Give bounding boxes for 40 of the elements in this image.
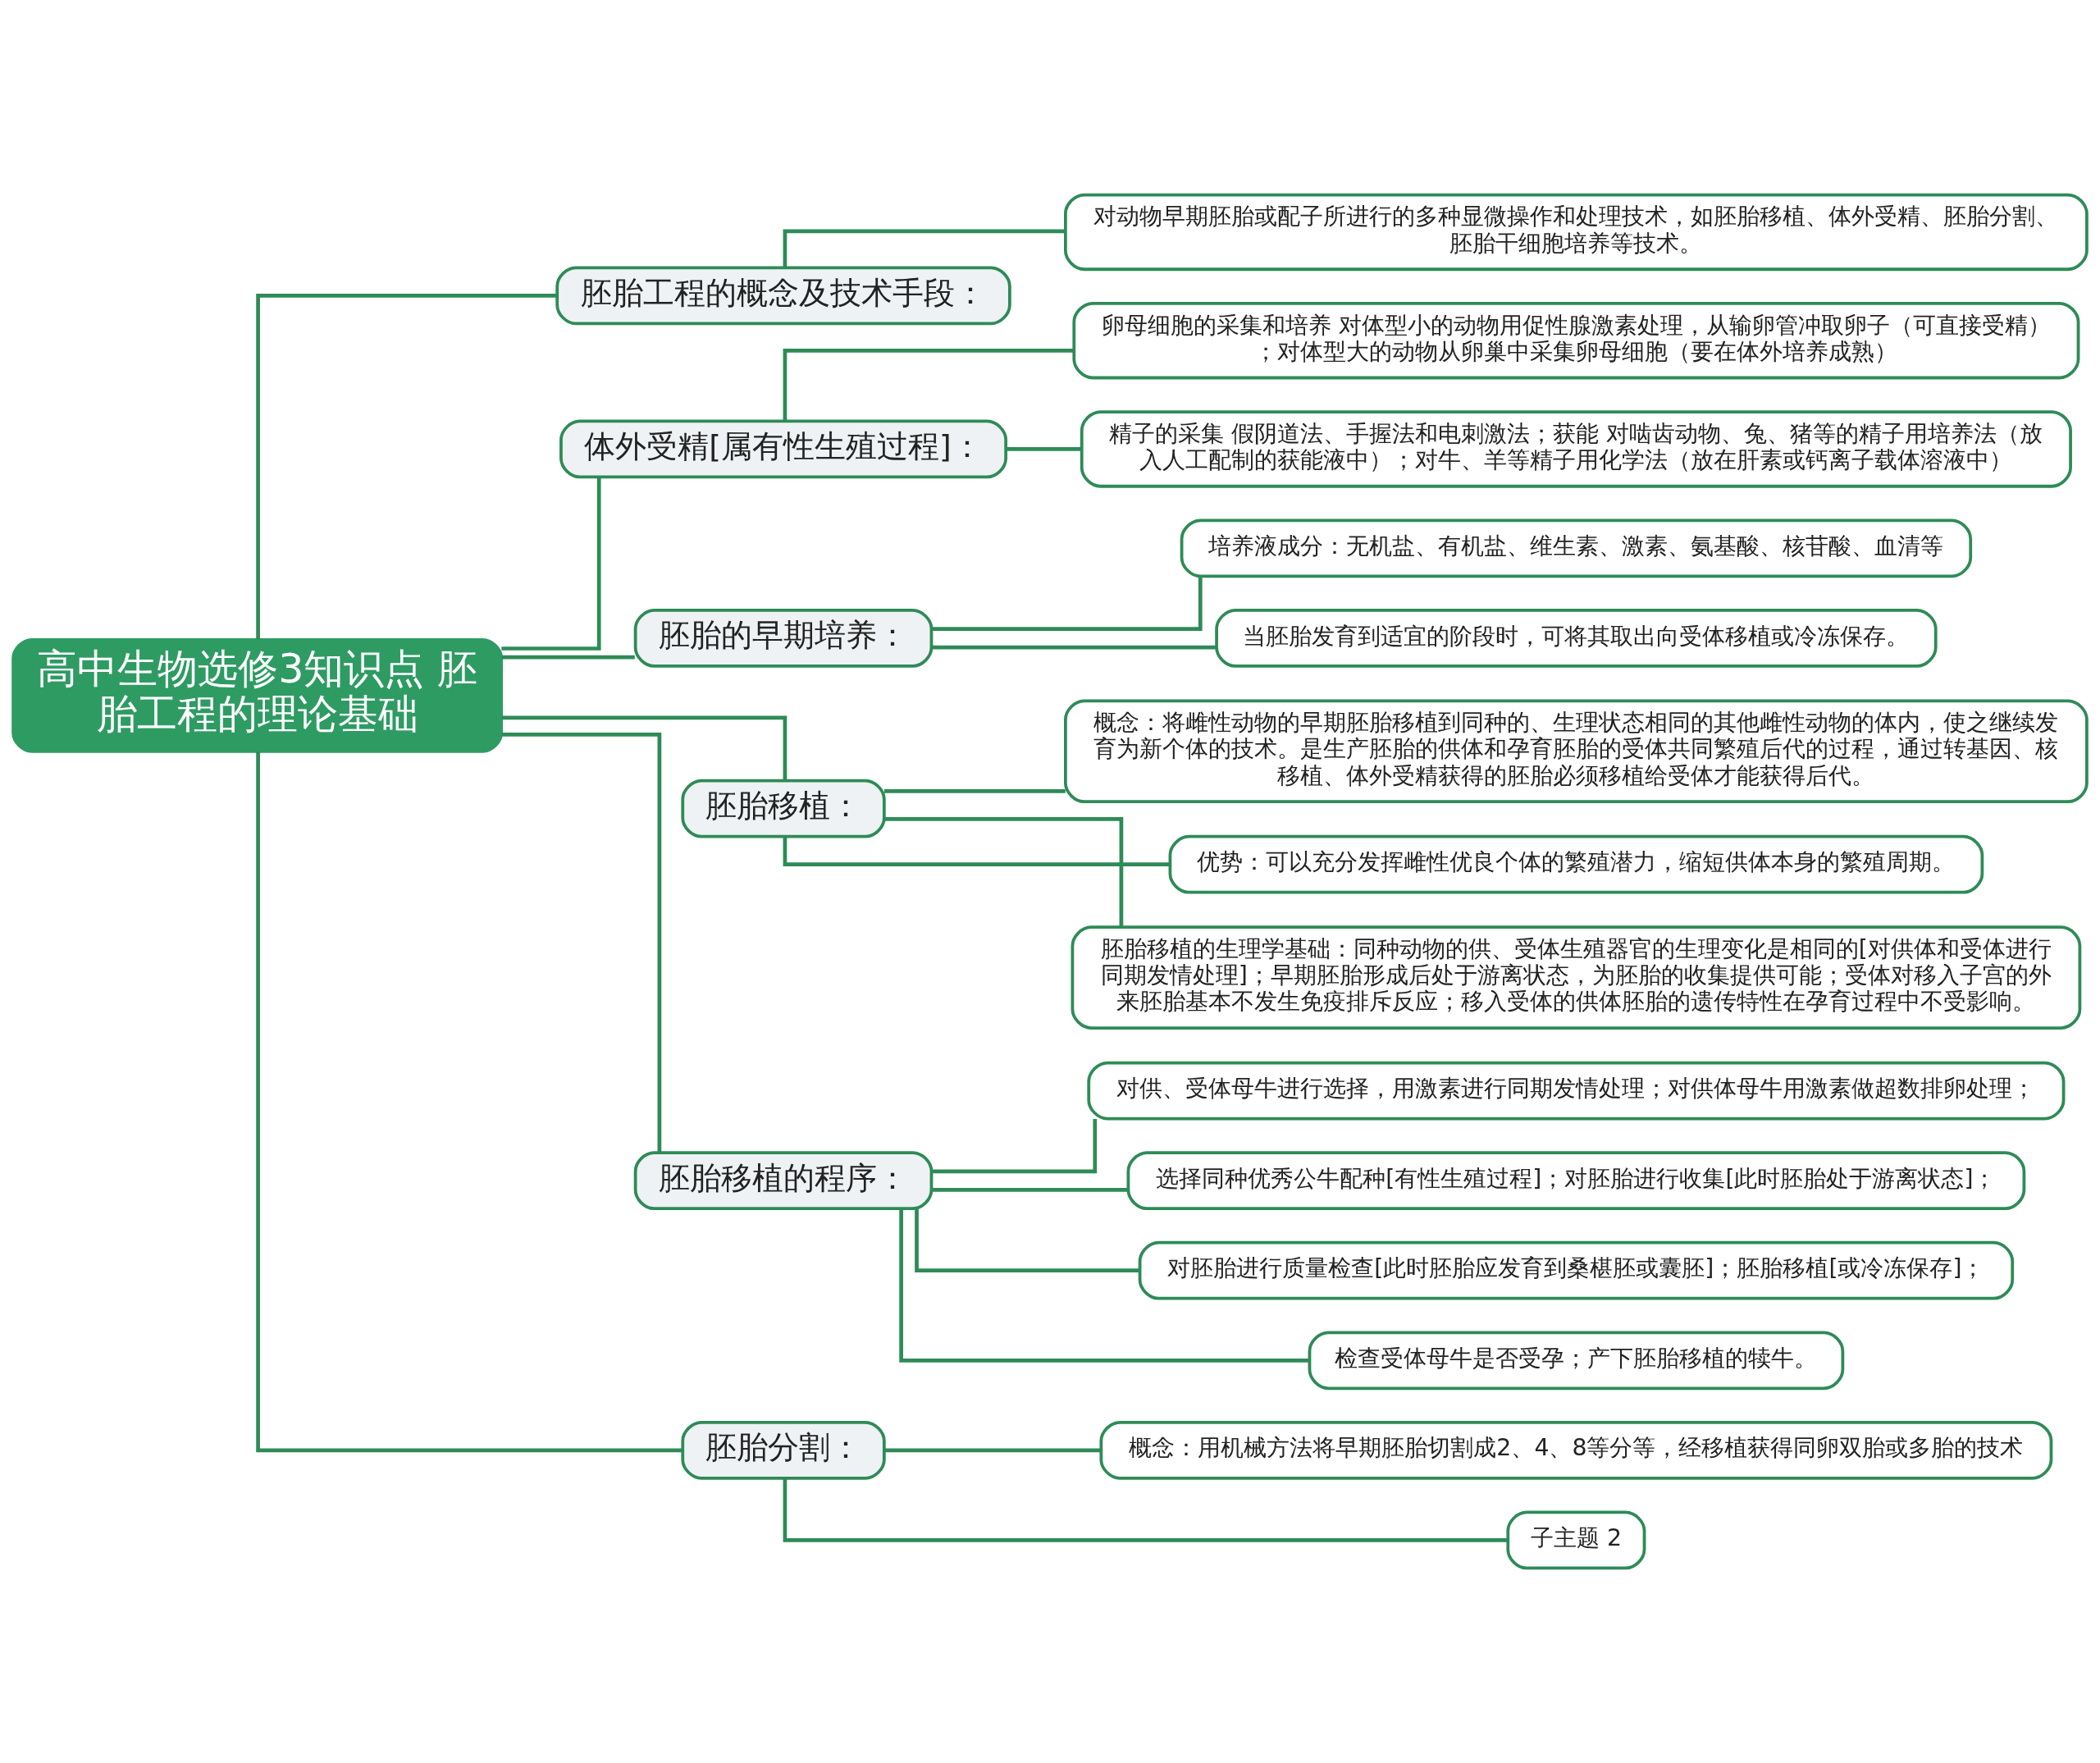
node-box: 对动物早期胚胎或配子所进行的多种显微操作和处理技术，如胚胎移植、体外受精、胚胎分割、胚胎干细胞培养等技术。 — [1064, 193, 2089, 272]
connector — [783, 229, 1066, 267]
connector — [783, 1478, 1508, 1542]
connector — [501, 477, 601, 651]
connector — [915, 1208, 1140, 1273]
connector — [1006, 447, 1082, 451]
connector — [931, 576, 1203, 631]
node-box: 胚胎移植： — [681, 779, 886, 838]
connector — [899, 1208, 1310, 1363]
connector — [501, 715, 788, 781]
connector — [256, 751, 682, 1453]
connector — [931, 1188, 1128, 1192]
connector — [883, 1448, 1102, 1453]
node-box: 对供、受体母牛进行选择，用激素进行同期发情处理；对供体母牛用激素做超数排卵处理； — [1087, 1061, 2066, 1121]
node-box: 胚胎的早期培养： — [633, 609, 934, 668]
connector — [883, 789, 1066, 793]
node-box: 概念：用机械方法将早期胚胎切割成2、4、8等分等，经移植获得同卵双胎或多胎的技术 — [1099, 1420, 2053, 1480]
node-box: 卵母细胞的采集和培养 对体型小的动物用促性腺激素处理，从输卵管冲取卵子（可直接受精）；对体型大的动物从卵巢中采集卵母细胞（要在体外培养成熟） — [1072, 301, 2080, 380]
node-box: 胚胎移植的生理学基础：同种动物的供、受体生殖器官的生理变化是相同的[对供体和受体进行同期发情处理]；早期胚胎形成后处于游离状态，为胚胎的收集提供可能；受体对移入子宫的外来胚胎基本不发生免疫排斥反应；移入受体的供体胚胎的遗传特性在孕育过程中不受影响。 — [1071, 925, 2082, 1030]
node-box: 当胚胎发育到适宜的阶段时，可将其取出向受体移植或冷冻保存。 — [1215, 609, 1938, 668]
node-box: 精子的采集 假阴道法、手握法和电刺激法；获能 对啮齿动物、兔、猪等的精子用培养法（放入人工配制的获能液中）；对牛、羊等精子用化学法（放在肝素或钙离子载体溶液中） — [1080, 410, 2072, 488]
connector — [256, 294, 557, 640]
connector — [931, 645, 1217, 650]
node-box: 培养液成分：无机盐、有机盐、维生素、激素、氨基酸、核苷酸、血清等 — [1180, 518, 1973, 578]
connector — [884, 817, 1124, 927]
node-box: 检查受体母牛是否受孕；产下胚胎移植的犊牛。 — [1308, 1331, 1845, 1391]
node-box: 胚胎分割： — [681, 1420, 886, 1480]
node-box: 对胚胎进行质量检查[此时胚胎应发育到桑椹胚或囊胚]；胚胎移植[或冷冻保存]； — [1138, 1240, 2015, 1300]
node-box: 选择同种优秀公牛配种[有性生殖过程]；对胚胎进行收集[此时胚胎处于游离状态]； — [1126, 1151, 2026, 1211]
node-box: 胚胎工程的概念及技术手段： — [555, 266, 1011, 326]
connector — [501, 655, 635, 660]
node-box: 优势：可以充分发挥雌性优良个体的繁殖潜力，缩短供体本身的繁殖周期。 — [1168, 834, 1984, 894]
connector — [932, 1118, 1098, 1174]
node-box: 胚胎移植的程序： — [633, 1151, 934, 1211]
node-box: 子主题 2 — [1506, 1510, 1646, 1570]
node-box: 概念：将雌性动物的早期胚胎移植到同种的、生理状态相同的其他雌性动物的体内，使之继续发育为新个体的技术。是生产胚胎的供体和孕育胚胎的受体共同繁殖后代的过程，通过转基因、核移植、体外受精获得的胚胎必须移植给受体才能获得后代。 — [1064, 699, 2089, 804]
connector — [501, 733, 662, 1153]
node-box: 体外受精[属有性生殖过程]： — [559, 419, 1008, 479]
connector — [783, 349, 1075, 422]
node-box: 高中生物选修3知识点 胚胎工程的理论基础 — [11, 637, 504, 753]
